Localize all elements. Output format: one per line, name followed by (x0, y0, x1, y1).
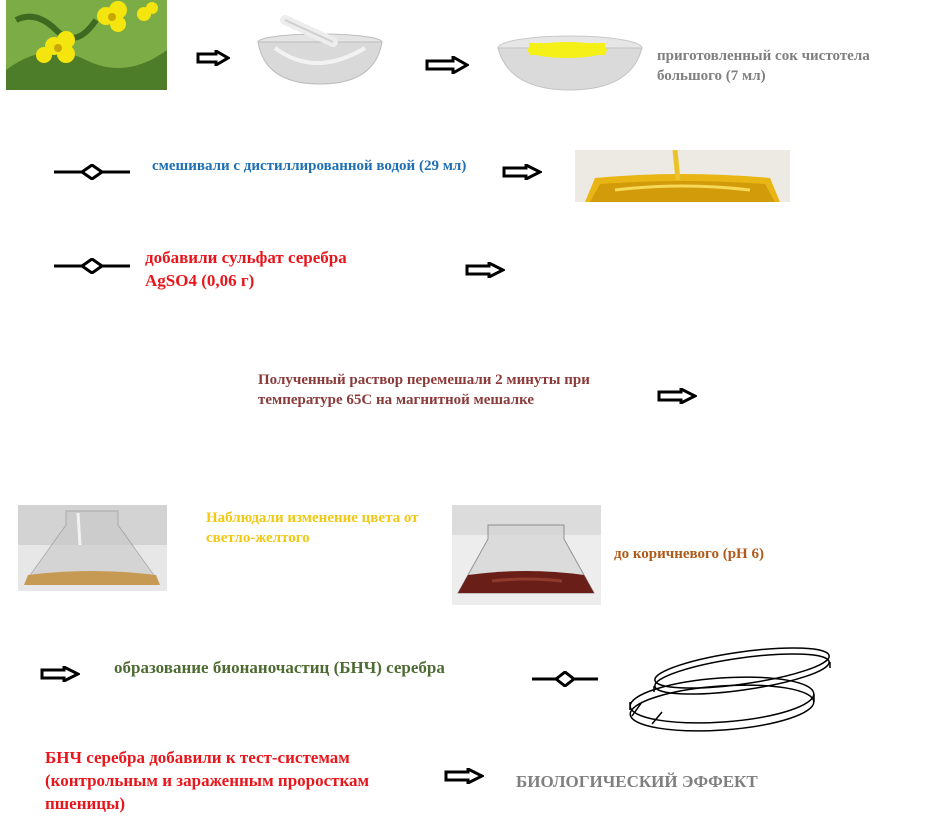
arrow-right-icon (465, 262, 505, 278)
flask-yellow-image (575, 149, 790, 202)
stir-label: Полученный раствор перемешали 2 минуты п… (258, 372, 590, 408)
arrow-diamond-icon (52, 164, 132, 180)
bowl-yellow-juice-image (495, 20, 645, 92)
arrow-diamond-icon (52, 258, 132, 274)
arrow-right-icon (657, 388, 697, 404)
juice-label: приготовленный сок чистотела большого (7… (657, 48, 870, 84)
arrow-right-icon (502, 164, 542, 180)
petri-dish-image (622, 640, 837, 735)
bnp-added-label: БНЧ серебра добавили к тест-системам (ко… (45, 748, 370, 813)
mortar-pestle-image (255, 12, 385, 87)
arrow-right-icon (196, 50, 230, 66)
effect-label: БИОЛОГИЧЕСКИЙ ЭФФЕКТ (516, 772, 758, 791)
flask-light-yellow-image (18, 505, 167, 591)
arrow-right-icon (40, 666, 80, 682)
mix-water-label: смешивали с дистиллированной водой (29 м… (152, 158, 467, 174)
brown-label: до коричневого (рН 6) (614, 546, 764, 562)
celandine-photo (6, 0, 167, 90)
add-silver-label: добавили сульфат серебра AgSO4 (0,06 г) (145, 248, 347, 290)
color-change-label: Наблюдали изменение цвета от светло-желт… (206, 510, 419, 546)
bnp-formation-label: образование бионаночастиц (БНЧ) серебра (114, 658, 445, 677)
flask-brown-image (452, 505, 601, 605)
arrow-right-icon (444, 768, 484, 784)
arrow-right-icon (425, 56, 469, 74)
arrow-diamond-icon (530, 671, 600, 687)
